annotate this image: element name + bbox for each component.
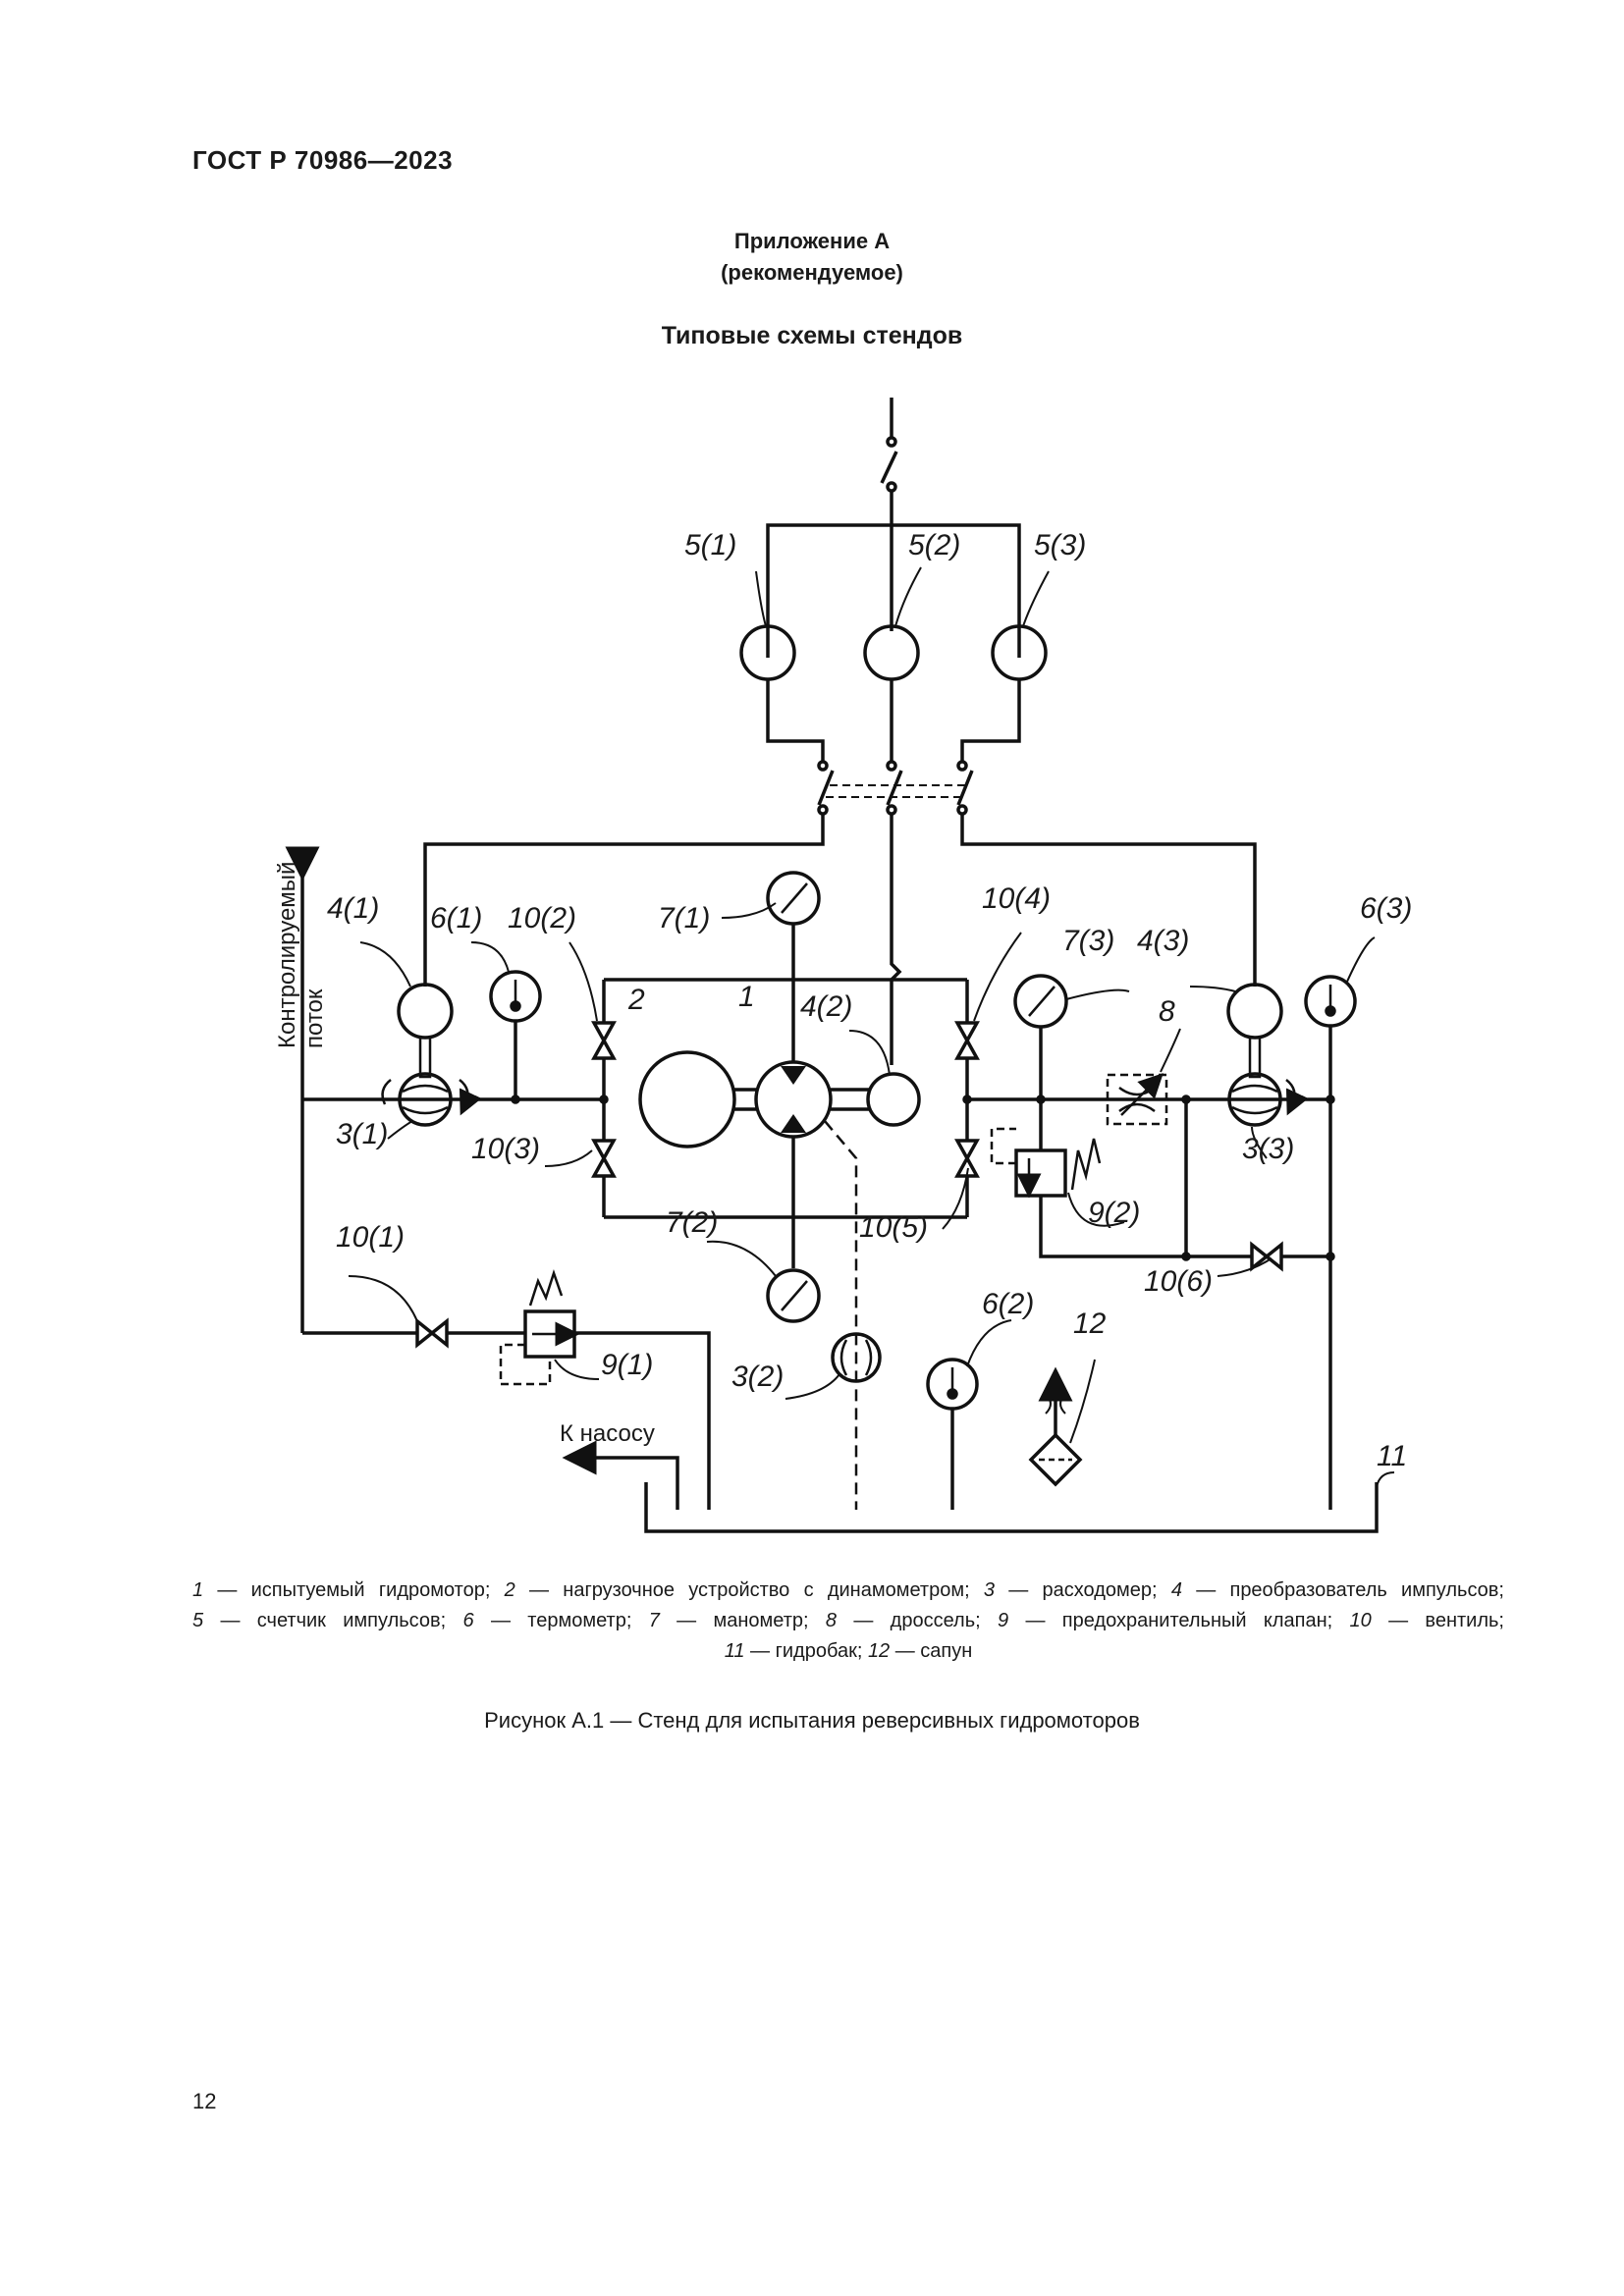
label-6-3: 6(3) [1360, 892, 1412, 925]
legend-num-5: 5 [192, 1610, 204, 1631]
valve-10-6 [1250, 1241, 1283, 1272]
label-4-1: 4(1) [327, 892, 379, 925]
counter-bus [766, 523, 1021, 658]
pulse-converter-4-1 [397, 983, 454, 1040]
manometer-7-1 [766, 871, 821, 926]
legend-text-7: — манометр; [659, 1610, 826, 1631]
label-10-2: 10(2) [508, 902, 576, 934]
label-5-3: 5(3) [1034, 529, 1086, 561]
pulse-converter-4-2 [866, 1072, 921, 1127]
appendix-title: Приложение А [733, 229, 891, 253]
legend-text-11: — гидробак; [744, 1640, 868, 1662]
valve-10-3 [591, 1139, 617, 1178]
legend-num-3: 3 [983, 1579, 996, 1601]
valve-10-2 [591, 1021, 617, 1060]
legend-num-10: 10 [1349, 1610, 1372, 1631]
label-1: 1 [738, 981, 755, 1013]
label-5-1: 5(1) [684, 529, 736, 561]
legend-num-1: 1 [192, 1579, 204, 1601]
manometer-7-2 [766, 1268, 821, 1323]
legend-text-3: — расходомер; [995, 1579, 1171, 1601]
legend-line-1: 1 — испытуемый гидромотор; 2 — нагрузочн… [192, 1575, 1504, 1605]
label-5-2: 5(2) [908, 529, 960, 561]
label-6-1: 6(1) [430, 902, 482, 934]
figure-caption: Рисунок А.1 — Стенд для испытания реверс… [484, 1708, 1140, 1733]
label-4-2: 4(2) [800, 990, 852, 1023]
legend-num-6: 6 [462, 1610, 474, 1631]
label-7-3: 7(3) [1062, 925, 1114, 957]
legend-num-11: 11 [724, 1640, 745, 1662]
label-7-1: 7(1) [658, 902, 710, 934]
load-device-2 [638, 1050, 736, 1148]
valve-10-1 [415, 1317, 449, 1349]
legend-text-4: — преобразователь импульсов; [1181, 1579, 1504, 1601]
legend-num-7: 7 [648, 1610, 660, 1631]
label-3-1: 3(1) [336, 1118, 388, 1150]
legend-text-6: — термометр; [473, 1610, 649, 1631]
label-2: 2 [627, 984, 645, 1016]
flowmeter-3-1 [398, 1072, 453, 1127]
switch-contact-top [886, 436, 897, 448]
motor-triangle-top [781, 1066, 806, 1085]
legend-text-2: — нагрузочное устройство с динамометром; [514, 1579, 984, 1601]
pump-label: К насосу [560, 1420, 655, 1447]
valve-10-5 [954, 1139, 980, 1178]
appendix-subtitle: (рекомендуемое) [721, 260, 903, 285]
legend-num-4: 4 [1170, 1579, 1182, 1601]
valve-10-4 [954, 1021, 980, 1060]
switch-contact-bottom [886, 481, 897, 493]
legend-text-5: — счетчик импульсов; [203, 1610, 463, 1631]
label-10-3: 10(3) [471, 1133, 540, 1165]
legend-text-10: — вентиль; [1371, 1610, 1504, 1631]
page-number: 12 [192, 2089, 217, 2113]
label-6-2: 6(2) [982, 1288, 1034, 1320]
label-8: 8 [1159, 995, 1175, 1028]
label-3-3: 3(3) [1242, 1133, 1294, 1165]
pulse-counter-5-2 [863, 624, 920, 681]
legend-num-8: 8 [825, 1610, 838, 1631]
section-title: Типовые схемы стендов [661, 322, 963, 349]
label-10-1: 10(1) [336, 1221, 405, 1254]
legend-text-1: — испытуемый гидромотор; [203, 1579, 505, 1601]
legend-num-2: 2 [504, 1579, 515, 1601]
legend-text-12: — сапун [890, 1640, 973, 1662]
relief-valve-9-2 [1014, 1148, 1067, 1198]
flow-side-label-2: поток [301, 988, 328, 1048]
label-10-4: 10(4) [982, 882, 1051, 915]
flow-side-label: Контролируемый [274, 862, 300, 1048]
label-9-1: 9(1) [601, 1349, 653, 1381]
flowmeter-3-2 [831, 1332, 882, 1383]
motor-triangle-bottom [781, 1114, 806, 1133]
label-11: 11 [1377, 1440, 1407, 1472]
label-9-2: 9(2) [1088, 1197, 1140, 1229]
label-3-2: 3(2) [731, 1361, 784, 1393]
legend-line-2: 5 — счетчик импульсов; 6 — термометр; 7 … [192, 1606, 1504, 1635]
throttle-8 [1106, 1073, 1168, 1126]
legend-num-9: 9 [998, 1610, 1009, 1631]
label-10-6: 10(6) [1144, 1265, 1213, 1298]
label-7-2: 7(2) [666, 1206, 718, 1239]
flowmeter-3-3 [1227, 1072, 1282, 1127]
legend-num-12: 12 [867, 1640, 891, 1662]
label-12: 12 [1073, 1308, 1107, 1340]
legend-line-3: 11 — гидробак; 12 — сапун [192, 1636, 1504, 1666]
pulse-converter-4-3 [1226, 983, 1283, 1040]
label-10-5: 10(5) [859, 1211, 928, 1244]
hydraulic-tank-11 [644, 1482, 1379, 1533]
legend-text-8: — дроссель; [837, 1610, 999, 1631]
legend-text-9: — предохранительный клапан; [1008, 1610, 1350, 1631]
breather-12 [1028, 1432, 1083, 1487]
document-header: ГОСТ Р 70986—2023 [192, 145, 454, 175]
switch-blade [880, 451, 898, 484]
label-4-3: 4(3) [1137, 925, 1189, 957]
